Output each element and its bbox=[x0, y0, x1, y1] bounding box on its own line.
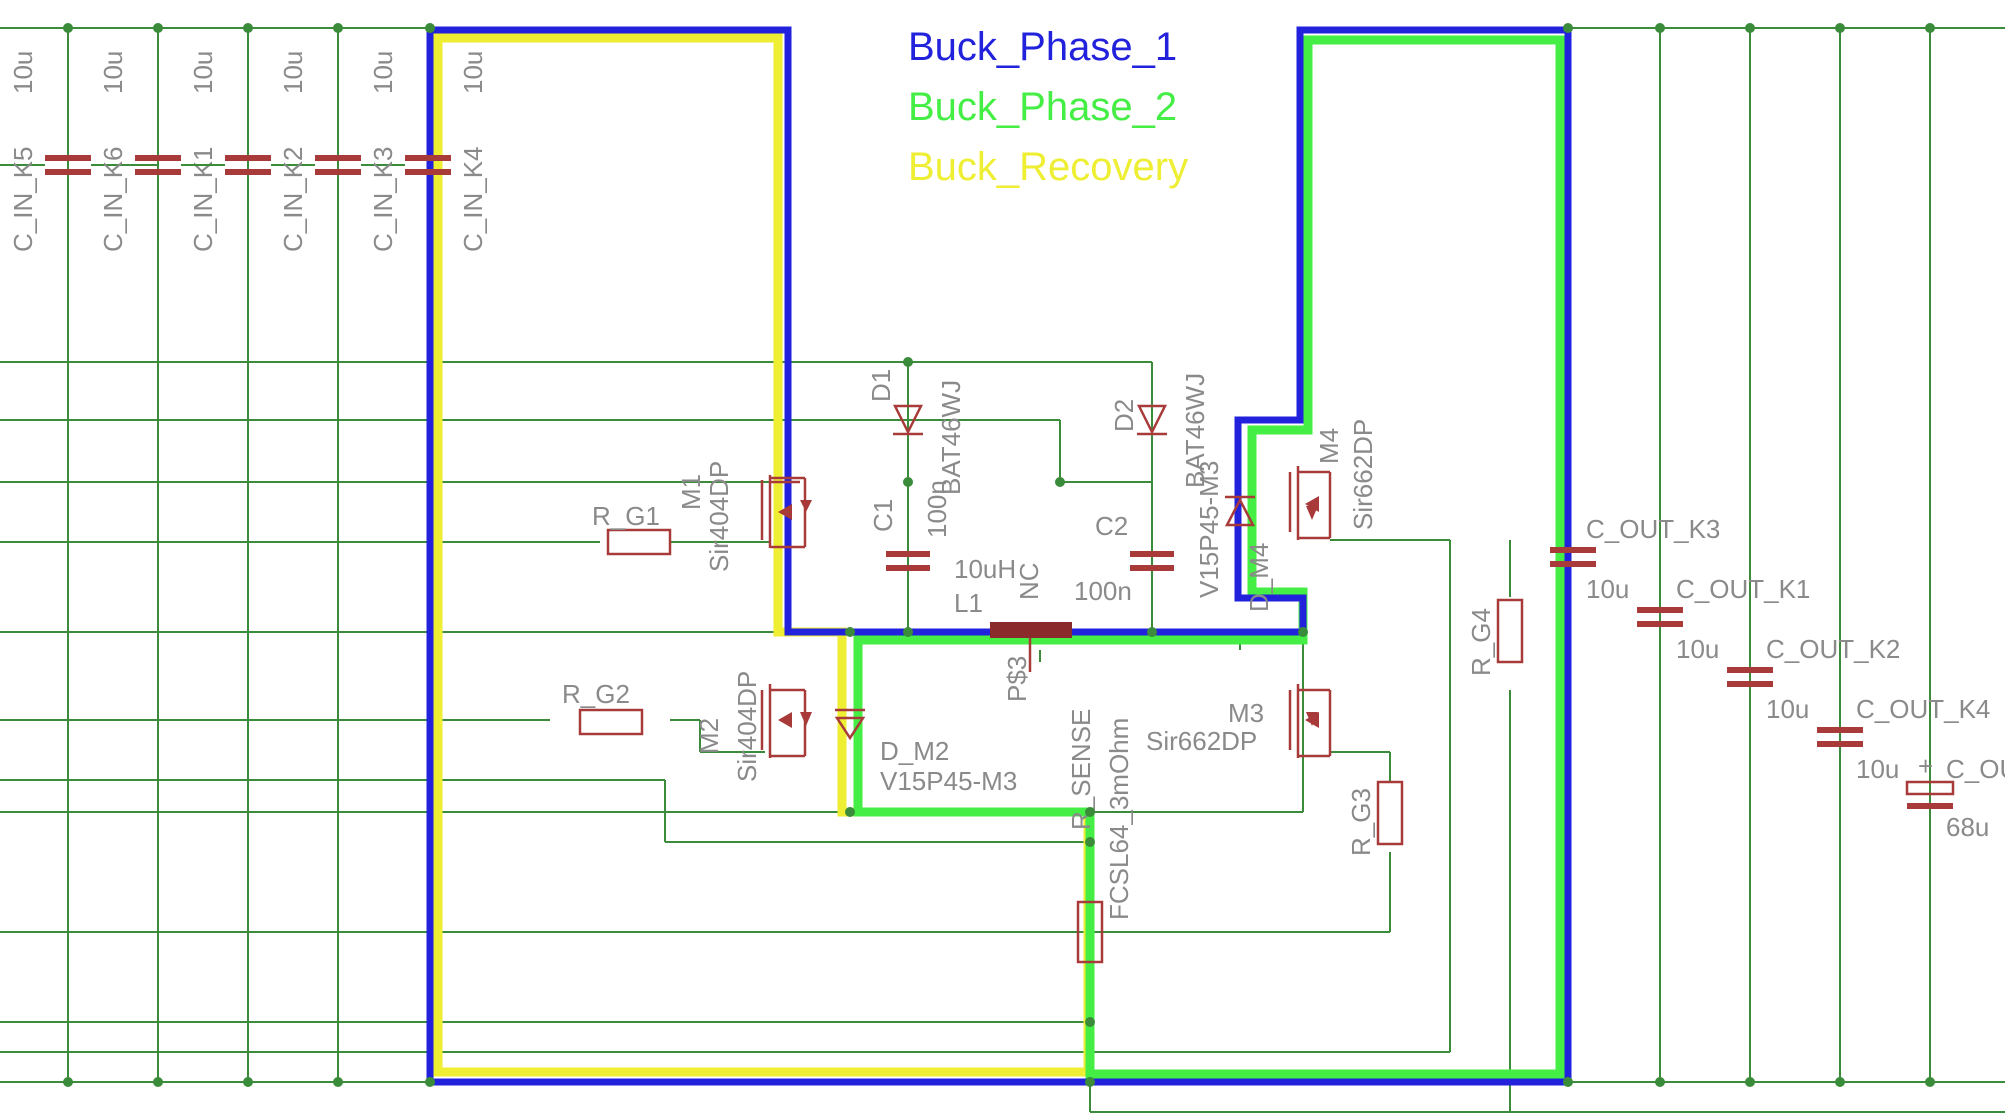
cap-c-out-k2-value: 10u bbox=[1766, 694, 1809, 724]
cap-c-out-k4-value: 10u bbox=[1856, 754, 1899, 784]
inductor-l1: 10uH L1 NC P$3 bbox=[954, 554, 1072, 702]
cap-c-out-k3-value: 10u bbox=[1586, 574, 1629, 604]
mosfet-m2: M2 Sir404DP bbox=[694, 671, 812, 782]
resistor-r-g1-label: R_G1 bbox=[592, 501, 660, 531]
legend-buck-phase-1: Buck_Phase_1 bbox=[908, 25, 1177, 69]
cap-c-in-k6-value: 10u bbox=[98, 51, 128, 94]
diode-d2: D2 BAT46WJ bbox=[1109, 373, 1210, 488]
diode-d2-value: BAT46WJ bbox=[1180, 373, 1210, 488]
diode-d2-name: D2 bbox=[1109, 399, 1139, 432]
cap-c-in-k3-value: 10u bbox=[368, 51, 398, 94]
input-capacitors: C_IN_K5 10u C_IN_K6 10u C_IN_K1 10u C_IN… bbox=[0, 51, 488, 252]
cap-c-out-electrolytic: + C_OU 68u bbox=[1905, 751, 2005, 842]
cap-c-in-k4-name: C_IN_K4 bbox=[458, 147, 488, 253]
mosfet-m3-name: M3 bbox=[1228, 698, 1264, 728]
inductor-l1-value: 10uH bbox=[954, 554, 1016, 584]
cap-c-in-k5-name: C_IN_K5 bbox=[8, 147, 38, 253]
cap-c-in-k4-value: 10u bbox=[458, 51, 488, 94]
resistor-r-g4-label: R_G4 bbox=[1466, 608, 1496, 676]
cap-c-out-electrolytic-value: 68u bbox=[1946, 812, 1989, 842]
mosfet-m1-name: M1 bbox=[676, 474, 706, 510]
inductor-l1-nc: NC bbox=[1014, 562, 1044, 600]
mosfet-m3-value: Sir662DP bbox=[1146, 726, 1257, 756]
cap-c-in-k3: C_IN_K3 10u bbox=[361, 51, 405, 252]
diode-d1-name: D1 bbox=[866, 369, 896, 402]
cap-c-in-k2-name: C_IN_K2 bbox=[278, 147, 308, 253]
cap-c-out-k1: C_OUT_K1 10u bbox=[1637, 574, 1810, 664]
legend-buck-phase-2: Buck_Phase_2 bbox=[908, 85, 1177, 129]
output-capacitors: C_OUT_K3 10u C_OUT_K1 10u C_OUT_K2 10u C… bbox=[1550, 514, 2005, 842]
cap-c-out-k3-name: C_OUT_K3 bbox=[1586, 514, 1720, 544]
capacitor-c2-name: C2 bbox=[1095, 511, 1128, 541]
mosfet-m4-value: Sir662DP bbox=[1348, 419, 1378, 530]
diode-d1: D1 BAT46WJ bbox=[866, 369, 966, 495]
resistor-r-g3: R_G3 bbox=[1346, 780, 1404, 856]
mosfet-m4-name: M4 bbox=[1314, 428, 1344, 464]
diode-d1-value: BAT46WJ bbox=[936, 380, 966, 495]
cap-c-in-k3-name: C_IN_K3 bbox=[368, 147, 398, 253]
inductor-l1-name: L1 bbox=[954, 588, 983, 618]
cap-c-in-k1-name: C_IN_K1 bbox=[188, 147, 218, 253]
junctions bbox=[63, 23, 1935, 1087]
diode-d-m2-name: D_M2 bbox=[880, 736, 949, 766]
inductor-l1-pin: P$3 bbox=[1002, 656, 1032, 702]
resistor-r-g1: R_G1 bbox=[592, 501, 672, 556]
cap-c-out-k3: C_OUT_K3 10u bbox=[1550, 514, 1720, 604]
resistor-r-g3-label: R_G3 bbox=[1346, 788, 1376, 856]
cap-c-out-k4: C_OUT_K4 10u bbox=[1817, 694, 1990, 784]
cap-c-out-k2-name: C_OUT_K2 bbox=[1766, 634, 1900, 664]
loop-buck-recovery bbox=[433, 33, 1093, 1077]
cap-c-out-electrolytic-plus: + bbox=[1918, 751, 1933, 781]
cap-c-in-k2: C_IN_K2 10u bbox=[181, 51, 361, 252]
mosfet-m1: M1 Sir404DP bbox=[676, 461, 812, 572]
cap-c-out-k1-value: 10u bbox=[1676, 634, 1719, 664]
capacitor-c1: C1 100n bbox=[868, 480, 952, 571]
cap-c-in-k1-value: 10u bbox=[188, 51, 218, 94]
capacitor-c2: C2 100n bbox=[1074, 511, 1174, 606]
diode-d-m2-value: V15P45-M3 bbox=[880, 766, 1017, 796]
cap-c-in-k6: C_IN_K6 10u bbox=[98, 51, 181, 252]
cap-c-in-k6-name: C_IN_K6 bbox=[98, 147, 128, 253]
mosfet-m2-name: M2 bbox=[694, 718, 724, 754]
cap-c-out-electrolytic-name: C_OU bbox=[1946, 754, 2005, 784]
cap-c-in-k5: C_IN_K5 10u bbox=[0, 51, 158, 252]
mosfet-m3: M3 Sir662DP bbox=[1146, 684, 1332, 758]
legend-buck-recovery: Buck_Recovery bbox=[908, 145, 1188, 189]
cap-c-in-k1: C_IN_K1 10u bbox=[188, 51, 271, 252]
capacitor-c2-value: 100n bbox=[1074, 576, 1132, 606]
mosfet-m2-value: Sir404DP bbox=[732, 671, 762, 782]
cap-c-in-k4: C_IN_K4 10u bbox=[405, 51, 488, 252]
resistor-r-sense-value: FCSL64_3mOhm bbox=[1104, 718, 1134, 920]
cap-c-out-k2: C_OUT_K2 10u bbox=[1727, 634, 1900, 724]
capacitor-c1-value: 100n bbox=[922, 480, 952, 538]
resistor-r-g2-label: R_G2 bbox=[562, 679, 630, 709]
cap-c-out-k1-name: C_OUT_K1 bbox=[1676, 574, 1810, 604]
diode-d-m4: D_M4 V15P45-M3 bbox=[1194, 461, 1274, 612]
diode-d-m4-name: D_M4 bbox=[1244, 543, 1274, 612]
cap-c-in-k5-value: 10u bbox=[8, 51, 38, 94]
cap-c-out-k4-name: C_OUT_K4 bbox=[1856, 694, 1990, 724]
cap-c-in-k2-value: 10u bbox=[278, 51, 308, 94]
resistor-r-g2: R_G2 bbox=[562, 679, 644, 736]
resistor-r-g4: R_G4 bbox=[1466, 598, 1524, 676]
diode-d-m2: D_M2 V15P45-M3 bbox=[834, 708, 1017, 796]
mosfet-m1-value: Sir404DP bbox=[704, 461, 734, 572]
resistor-r-sense: R_SENSE FCSL64_3mOhm bbox=[1066, 709, 1134, 964]
diode-d-m4-value: V15P45-M3 bbox=[1194, 461, 1224, 598]
mosfet-m4: M4 Sir662DP bbox=[1288, 419, 1378, 540]
capacitor-c1-name: C1 bbox=[868, 499, 898, 532]
wiring bbox=[0, 27, 2005, 1113]
legend: Buck_Phase_1 Buck_Phase_2 Buck_Recovery bbox=[908, 25, 1188, 189]
